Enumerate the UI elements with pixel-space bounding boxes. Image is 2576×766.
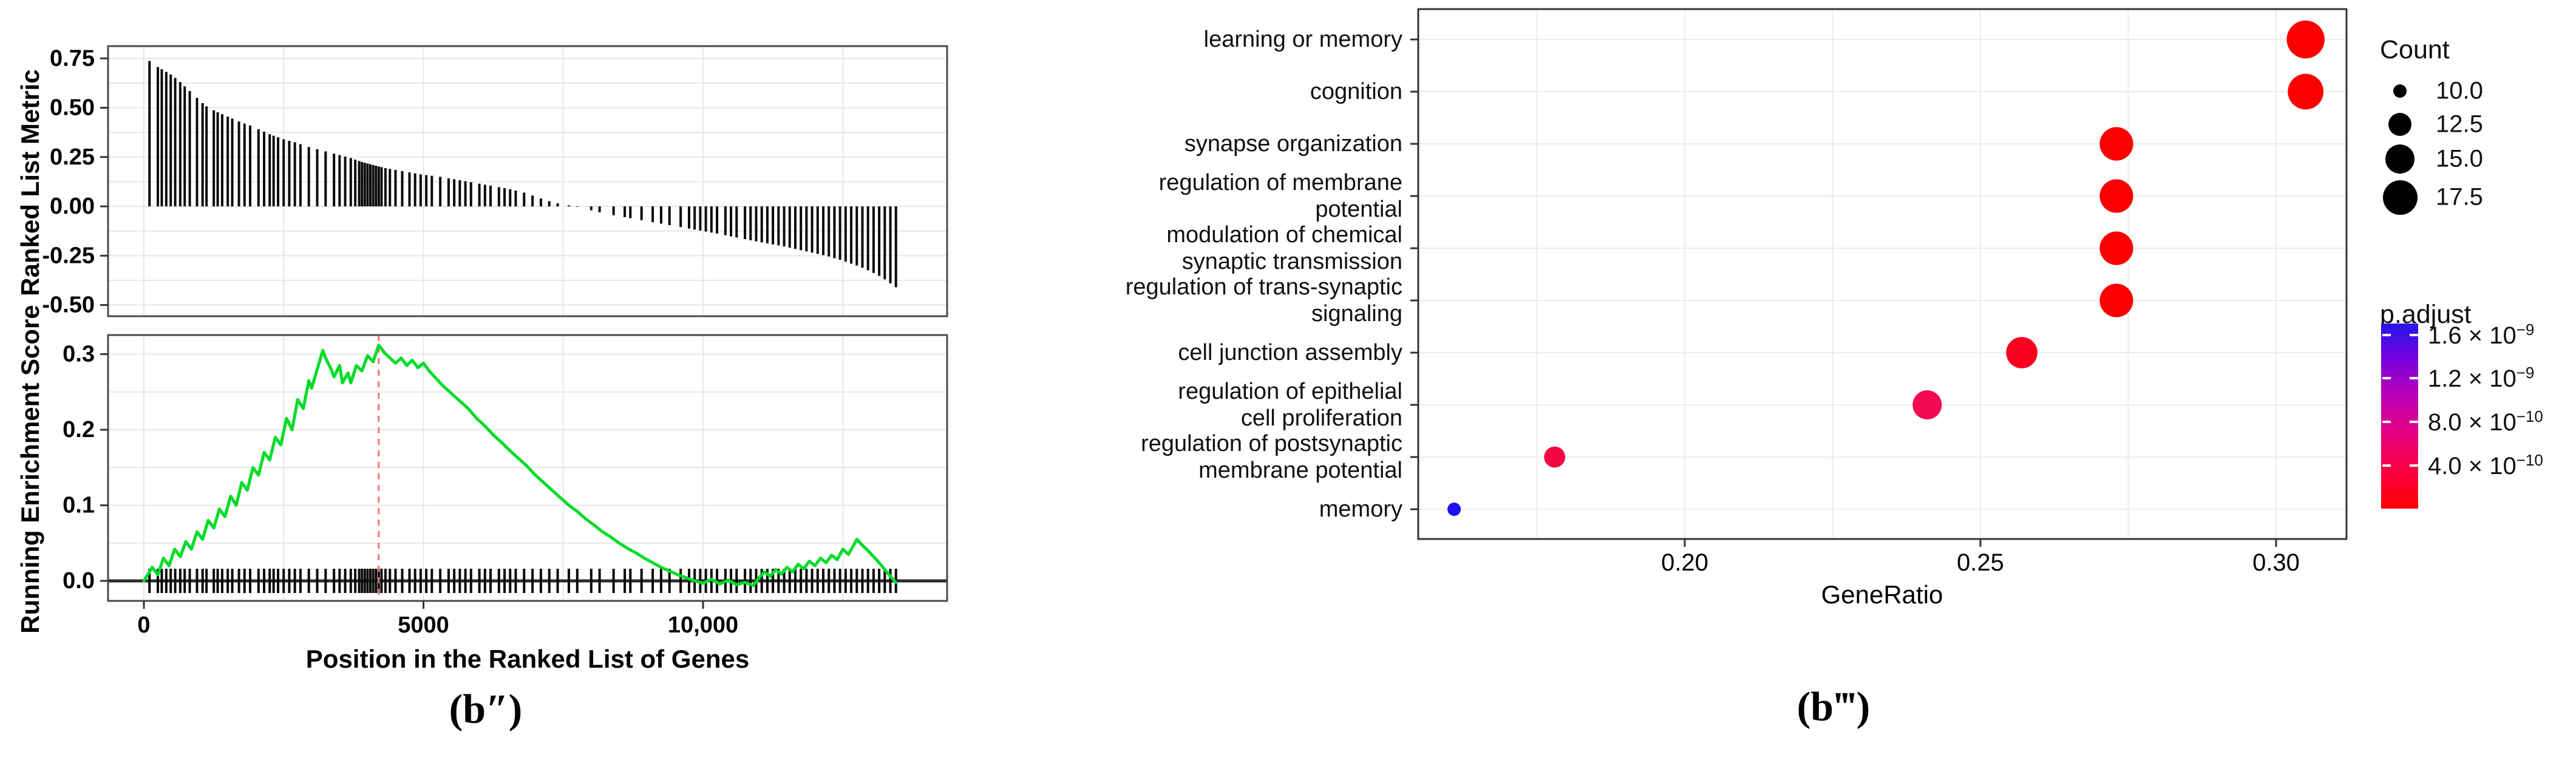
padjust-bar-tick [2382, 464, 2391, 467]
count-legend-label: 15.0 [2436, 145, 2483, 172]
gsea-bottom-y-tick-label: 0.3 [63, 342, 95, 367]
gsea-bottom-y-tick-label: 0.0 [63, 568, 95, 594]
enrichment-score-curve [142, 344, 898, 587]
count-legend-label: 17.5 [2436, 183, 2483, 211]
padjust-legend-label: 1.2 × 10−9 [2428, 363, 2535, 393]
dotplot-x-tick-label: 0.20 [1661, 549, 1708, 576]
gsea-bottom-y-axis-title: Running Enrichment Score [16, 305, 44, 634]
gsea-top-y-tick-label: 0.00 [50, 194, 95, 219]
go-term-dot [2099, 231, 2133, 265]
count-legend-dot [2393, 84, 2407, 98]
go-term-dot [2288, 73, 2324, 110]
dotplot-x-axis-title: GeneRatio [1821, 580, 1943, 609]
category-label: cognition [1310, 79, 1402, 104]
gsea-bottom-y-tick-label: 0.2 [63, 417, 95, 442]
go-term-dot [2099, 127, 2133, 161]
gsea-top-y-tick-label: 0.50 [50, 95, 95, 121]
category-label: synapse organization [1184, 131, 1402, 157]
padjust-bar-tick [2410, 421, 2418, 423]
gsea-top-y-tick-label: -0.25 [42, 243, 95, 268]
category-label: learning or memory [1203, 27, 1402, 52]
padjust-bar-tick [2382, 421, 2391, 423]
count-legend-label: 10.0 [2436, 77, 2483, 104]
go-term-dot [2099, 283, 2133, 317]
panel-label-left: (b″) [449, 685, 523, 732]
padjust-bar-tick [2382, 377, 2391, 379]
count-legend-dot [2382, 180, 2418, 215]
padjust-gradient-bar [2381, 324, 2418, 509]
category-label: cell junction assembly [1178, 340, 1402, 365]
gsea-x-axis-title: Position in the Ranked List of Genes [305, 645, 750, 673]
padjust-bar-tick [2382, 334, 2391, 336]
panel-label-right: (b‴) [1796, 683, 1871, 730]
padjust-bar-tick [2410, 334, 2418, 336]
count-legend-dot [2388, 113, 2411, 136]
gsea-x-tick-label: 10,000 [668, 612, 738, 638]
go-term-dot [1912, 390, 1942, 419]
padjust-bar-tick [2410, 377, 2418, 379]
padjust-legend-label: 8.0 × 10−10 [2428, 407, 2543, 436]
go-term-dot [1544, 446, 1566, 468]
count-legend-label: 12.5 [2436, 110, 2483, 138]
gsea-x-tick-label: 0 [137, 612, 150, 638]
gsea-top-y-tick-label: -0.50 [42, 293, 95, 318]
padjust-legend-label: 4.0 × 10−10 [2428, 450, 2543, 480]
gsea-bottom-y-tick-label: 0.1 [63, 493, 95, 518]
gsea-top-y-tick-label: 0.75 [50, 46, 95, 71]
dotplot-x-tick-label: 0.25 [1957, 549, 2004, 576]
gsea-x-tick-label: 5000 [398, 612, 449, 638]
count-legend-dot [2385, 144, 2415, 174]
go-term-dot [2286, 20, 2325, 59]
gsea-top-y-tick-label: 0.25 [50, 144, 95, 170]
go-term-dot [1447, 503, 1461, 516]
go-term-dot [2006, 337, 2037, 368]
dotplot-x-tick-label: 0.30 [2252, 549, 2300, 576]
category-label: memory [1319, 497, 1402, 522]
go-term-dot [2099, 179, 2133, 213]
padjust-bar-tick [2410, 464, 2418, 467]
padjust-legend-label: 1.6 × 10−9 [2428, 320, 2535, 350]
count-legend-title: Count [2380, 35, 2450, 64]
